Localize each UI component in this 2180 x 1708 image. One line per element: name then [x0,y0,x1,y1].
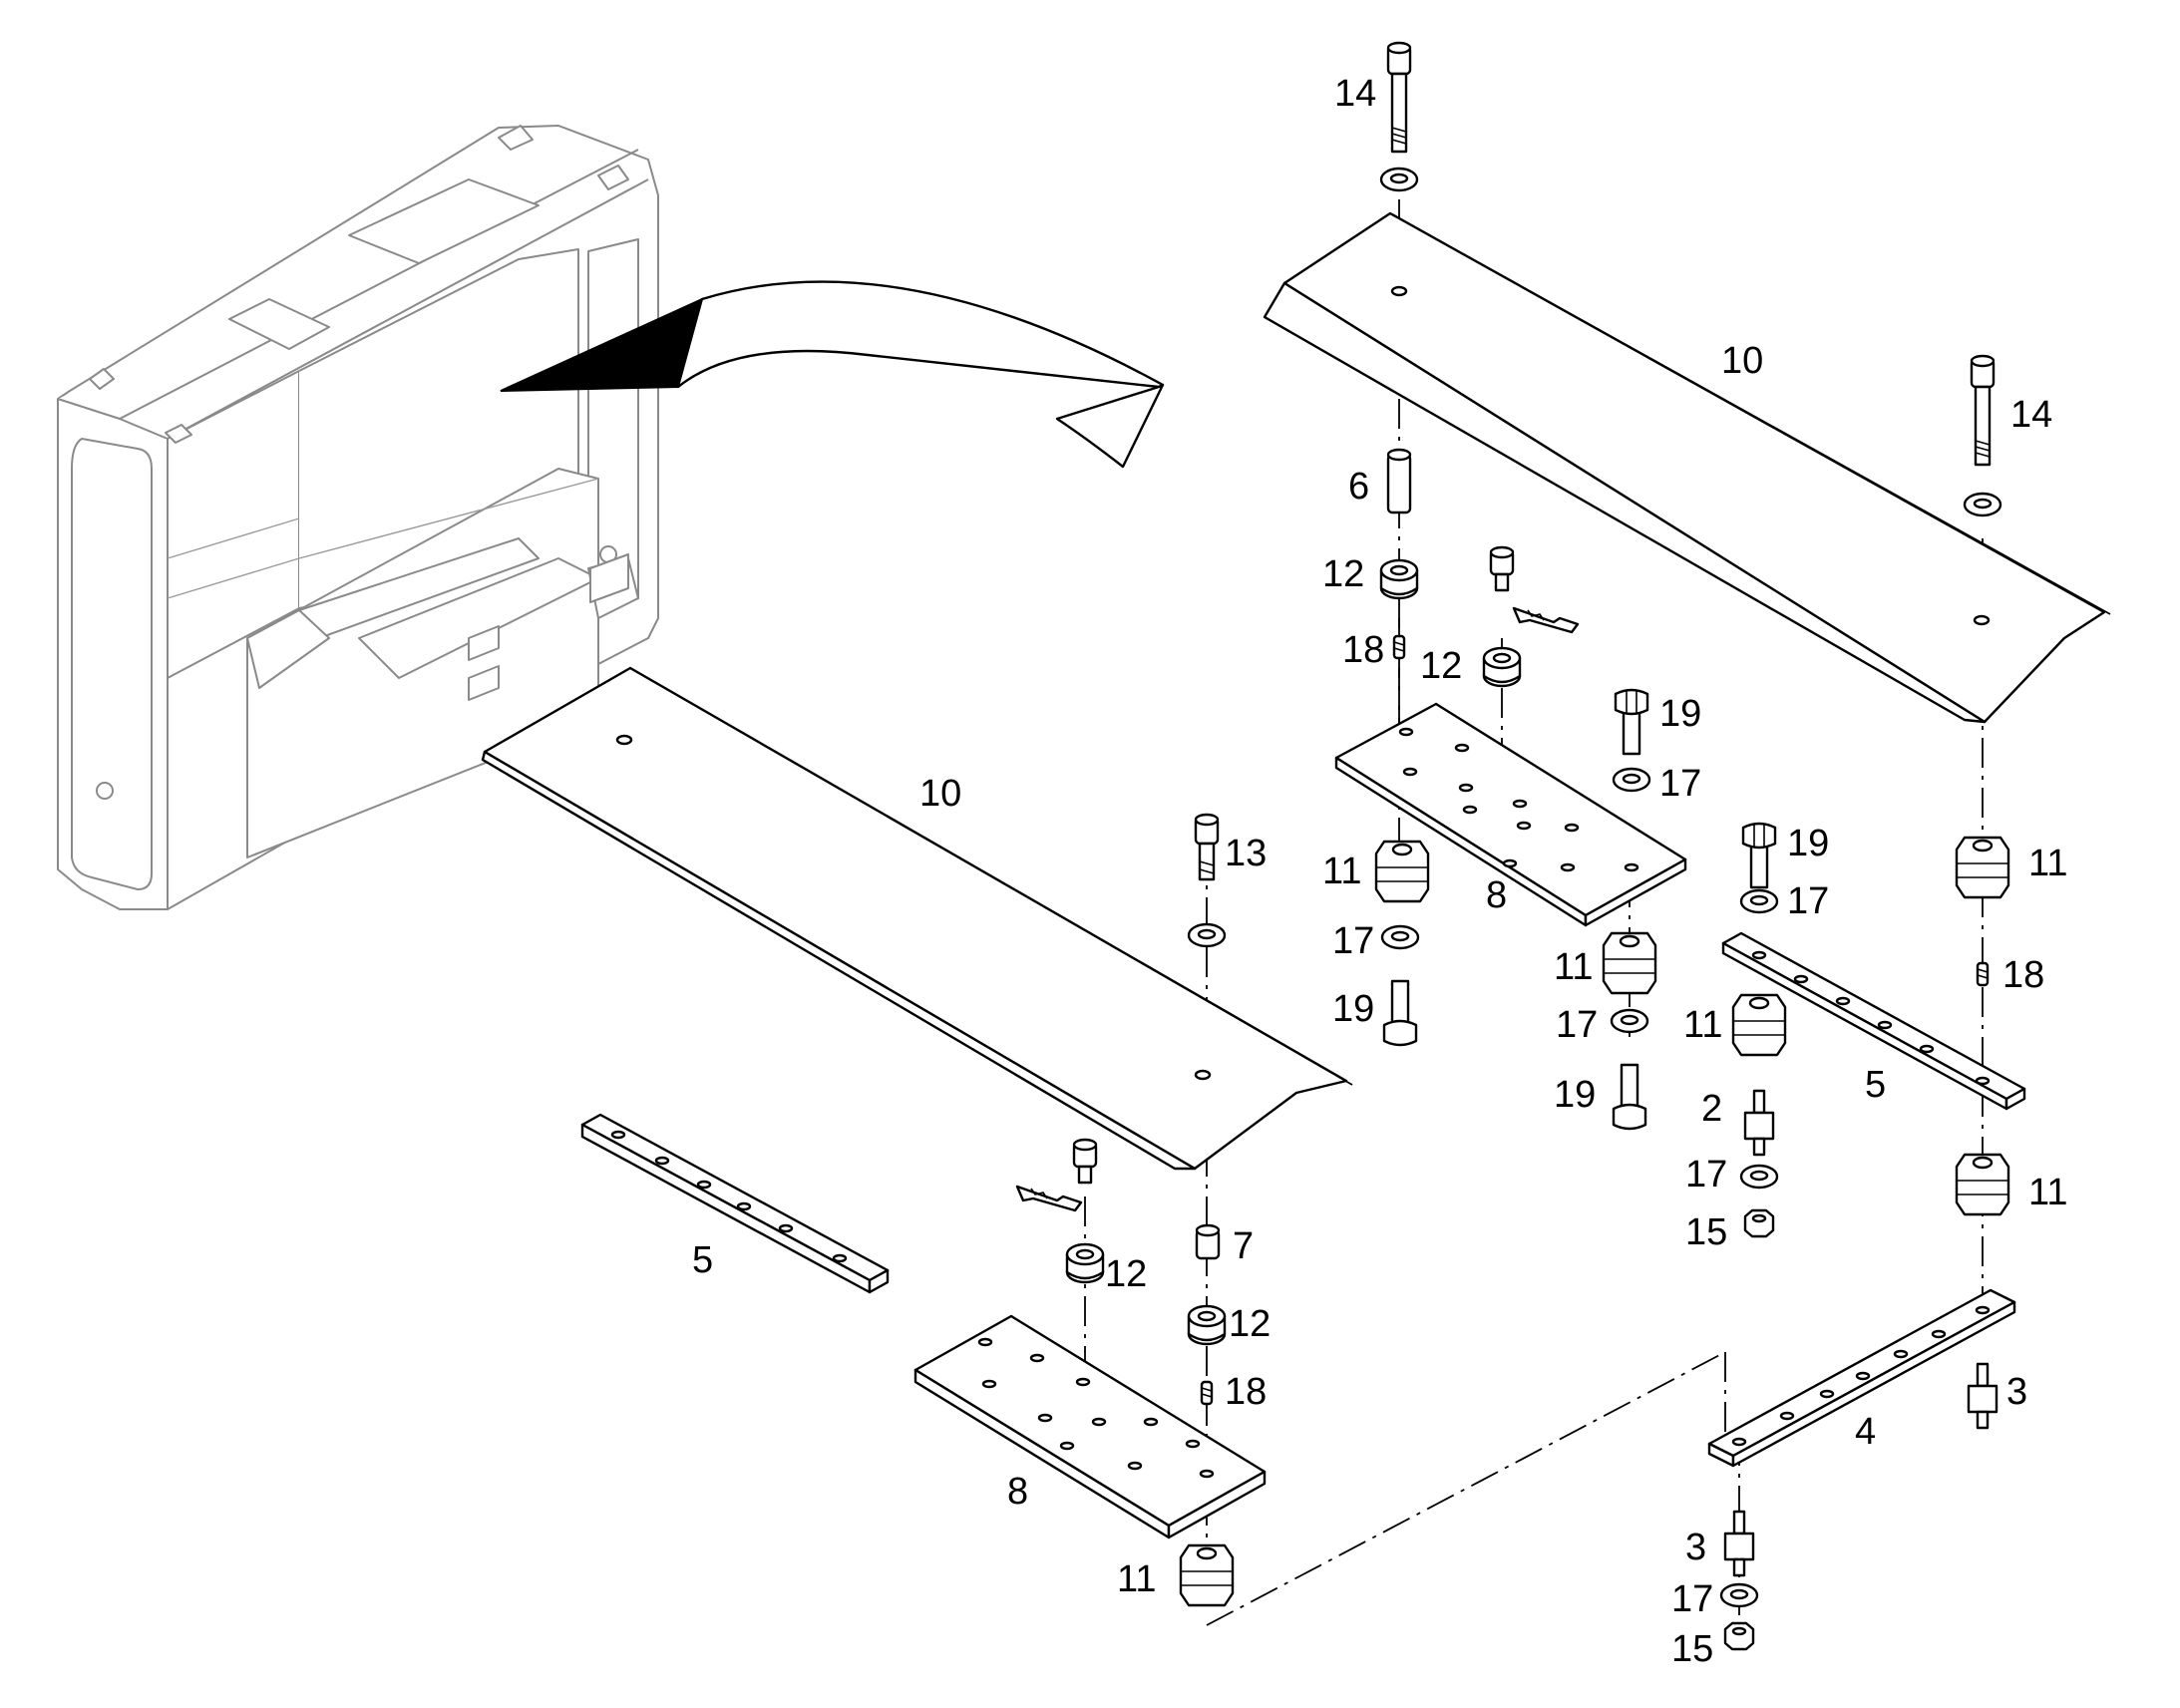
callout-19: 19 [1659,693,1701,735]
cover-plate-lower [481,666,1353,1171]
callout-12: 12 [1322,553,1364,595]
bar-left [580,1113,890,1294]
callout-5: 5 [692,1239,713,1281]
callout-3: 3 [1685,1527,1706,1568]
callout-8: 8 [1486,874,1507,916]
callout-3: 3 [2006,1371,2027,1413]
callout-8: 8 [1007,1471,1028,1513]
callout-12: 12 [1420,645,1462,687]
callout-11: 11 [1322,851,1361,892]
callout-17: 17 [1332,920,1374,962]
bar-right [1721,931,2026,1111]
callout-11: 11 [1683,1004,1722,1046]
callout-15: 15 [1671,1628,1713,1670]
callout-4: 4 [1855,1411,1876,1453]
mounting-plate-lower [913,1314,1267,1539]
callout-labels: 14 10 14 6 12 18 12 19 17 8 11 17 19 11 … [692,73,2067,1670]
callout-15: 15 [1685,1211,1727,1253]
callout-13: 13 [1225,833,1267,874]
callout-12: 12 [1105,1253,1147,1295]
hardware [1015,41,2010,1651]
callout-14: 14 [2010,394,2052,436]
callout-11: 11 [2028,843,2067,884]
spacer-6 [1386,448,1412,514]
callout-18: 18 [2002,954,2044,996]
callout-17: 17 [1685,1154,1727,1196]
callout-12: 12 [1229,1303,1271,1345]
spacer-7 [1195,1223,1221,1260]
callout-19: 19 [1554,1074,1596,1116]
callout-17: 17 [1556,1004,1598,1046]
callout-5: 5 [1865,1064,1886,1106]
bar-lower-right [1707,1288,2016,1468]
callout-17: 17 [1671,1578,1713,1620]
callout-10: 10 [919,773,961,815]
detail-pointer-arrow [500,280,1165,469]
callout-18: 18 [1225,1371,1267,1413]
callout-19: 19 [1787,823,1829,864]
mounting-plate-upper [1334,702,1687,927]
callout-11: 11 [1117,1558,1156,1600]
callout-10: 10 [1721,340,1763,382]
callout-17: 17 [1787,880,1829,922]
callout-11: 11 [2028,1172,2067,1213]
cabinet-frame-overview [57,125,659,910]
callout-19: 19 [1332,988,1374,1030]
callout-18: 18 [1342,629,1384,671]
callout-6: 6 [1348,466,1369,508]
callout-17: 17 [1659,763,1701,805]
cover-plate-upper [1263,211,2111,724]
callout-14: 14 [1334,73,1376,115]
callout-2: 2 [1701,1088,1722,1130]
callout-7: 7 [1233,1225,1254,1267]
callout-11: 11 [1554,946,1593,988]
